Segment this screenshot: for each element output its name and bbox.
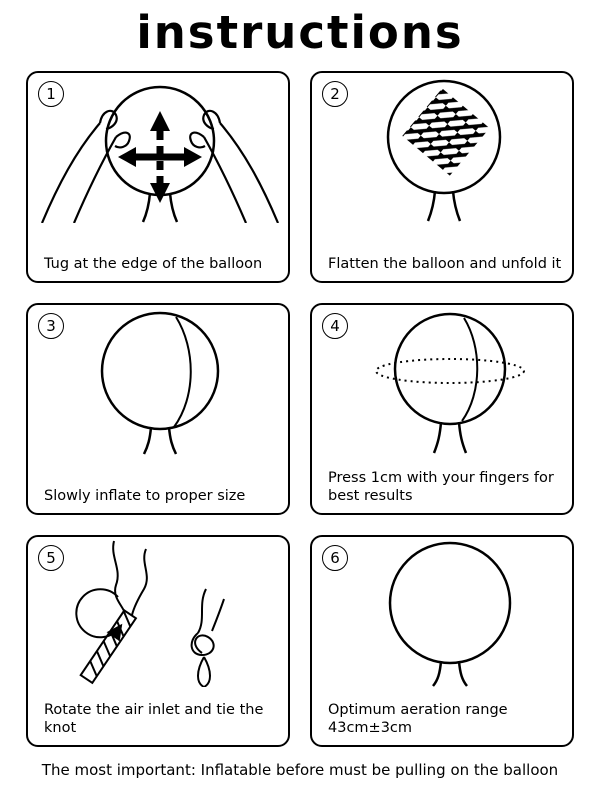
steps-grid: 1 [0,71,600,747]
step-panel-1: 1 [26,71,290,283]
step-panel-6: 6 Optimum aeration range 43cm±3cm [310,535,574,747]
step-6-caption: Optimum aeration range 43cm±3cm [328,701,508,736]
step-panel-5: 5 [26,535,290,747]
tug-balloon-illustration [40,85,280,223]
page-title: instructions [136,6,464,59]
footer-note: The most important: Inflatable before mu… [41,761,559,779]
step-5-number-badge: 5 [38,545,64,571]
press-balloon-illustration [375,312,525,454]
inflated-balloon-illustration [100,311,220,455]
step-1-caption: Tug at the edge of the balloon [44,255,263,272]
step-5-caption: Rotate the air inlet and tie the knot [44,701,264,736]
step-2-caption: Flatten the balloon and unfold it [328,255,562,272]
folded-balloon-illustration [386,79,502,222]
step-3-number-badge: 3 [38,313,64,339]
step-4-caption: Press 1cm with your fingers for best res… [328,469,554,504]
step-2-number-badge: 2 [322,81,348,107]
optimum-balloon-illustration [388,541,512,687]
step-panel-4: 4 Press 1cm with your fingers for best r… [310,303,574,515]
step-6-number-badge: 6 [322,545,348,571]
tie-knot-illustration [75,540,225,687]
step-panel-3: 3 Slowly inflate to proper size [26,303,290,515]
step-3-caption: Slowly inflate to proper size [44,487,246,504]
step-1-number-badge: 1 [38,81,64,107]
step-panel-2: 2 Flatten the balloon and unfold it [310,71,574,283]
step-4-number-badge: 4 [322,313,348,339]
